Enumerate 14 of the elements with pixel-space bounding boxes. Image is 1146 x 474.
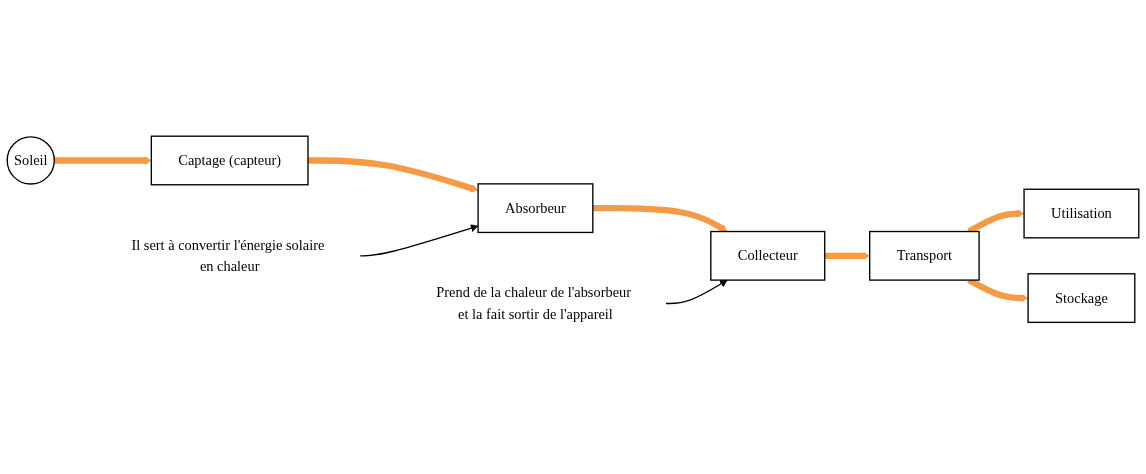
- arrow: [54, 156, 152, 165]
- node-text: Il sert à convertir l'énergie solaire en chaleur: [131, 236, 325, 274]
- node-box: Absorbeur: [477, 182, 594, 233]
- node-box: Collecteur: [710, 230, 826, 281]
- arrow: [665, 279, 728, 304]
- node-circle: Soleil: [6, 135, 55, 185]
- arrow: [308, 156, 479, 192]
- node-box: Transport: [869, 230, 980, 281]
- arrow: [592, 204, 728, 232]
- arrow: [359, 224, 479, 257]
- node-box: Stockage: [1027, 272, 1136, 323]
- node-text: Prend de la chaleur de l'absorbeur et la fait sortir de l'appareil: [436, 284, 632, 322]
- node-box: Utilisation: [1023, 188, 1140, 239]
- node-box: Captage (capteur): [150, 135, 309, 186]
